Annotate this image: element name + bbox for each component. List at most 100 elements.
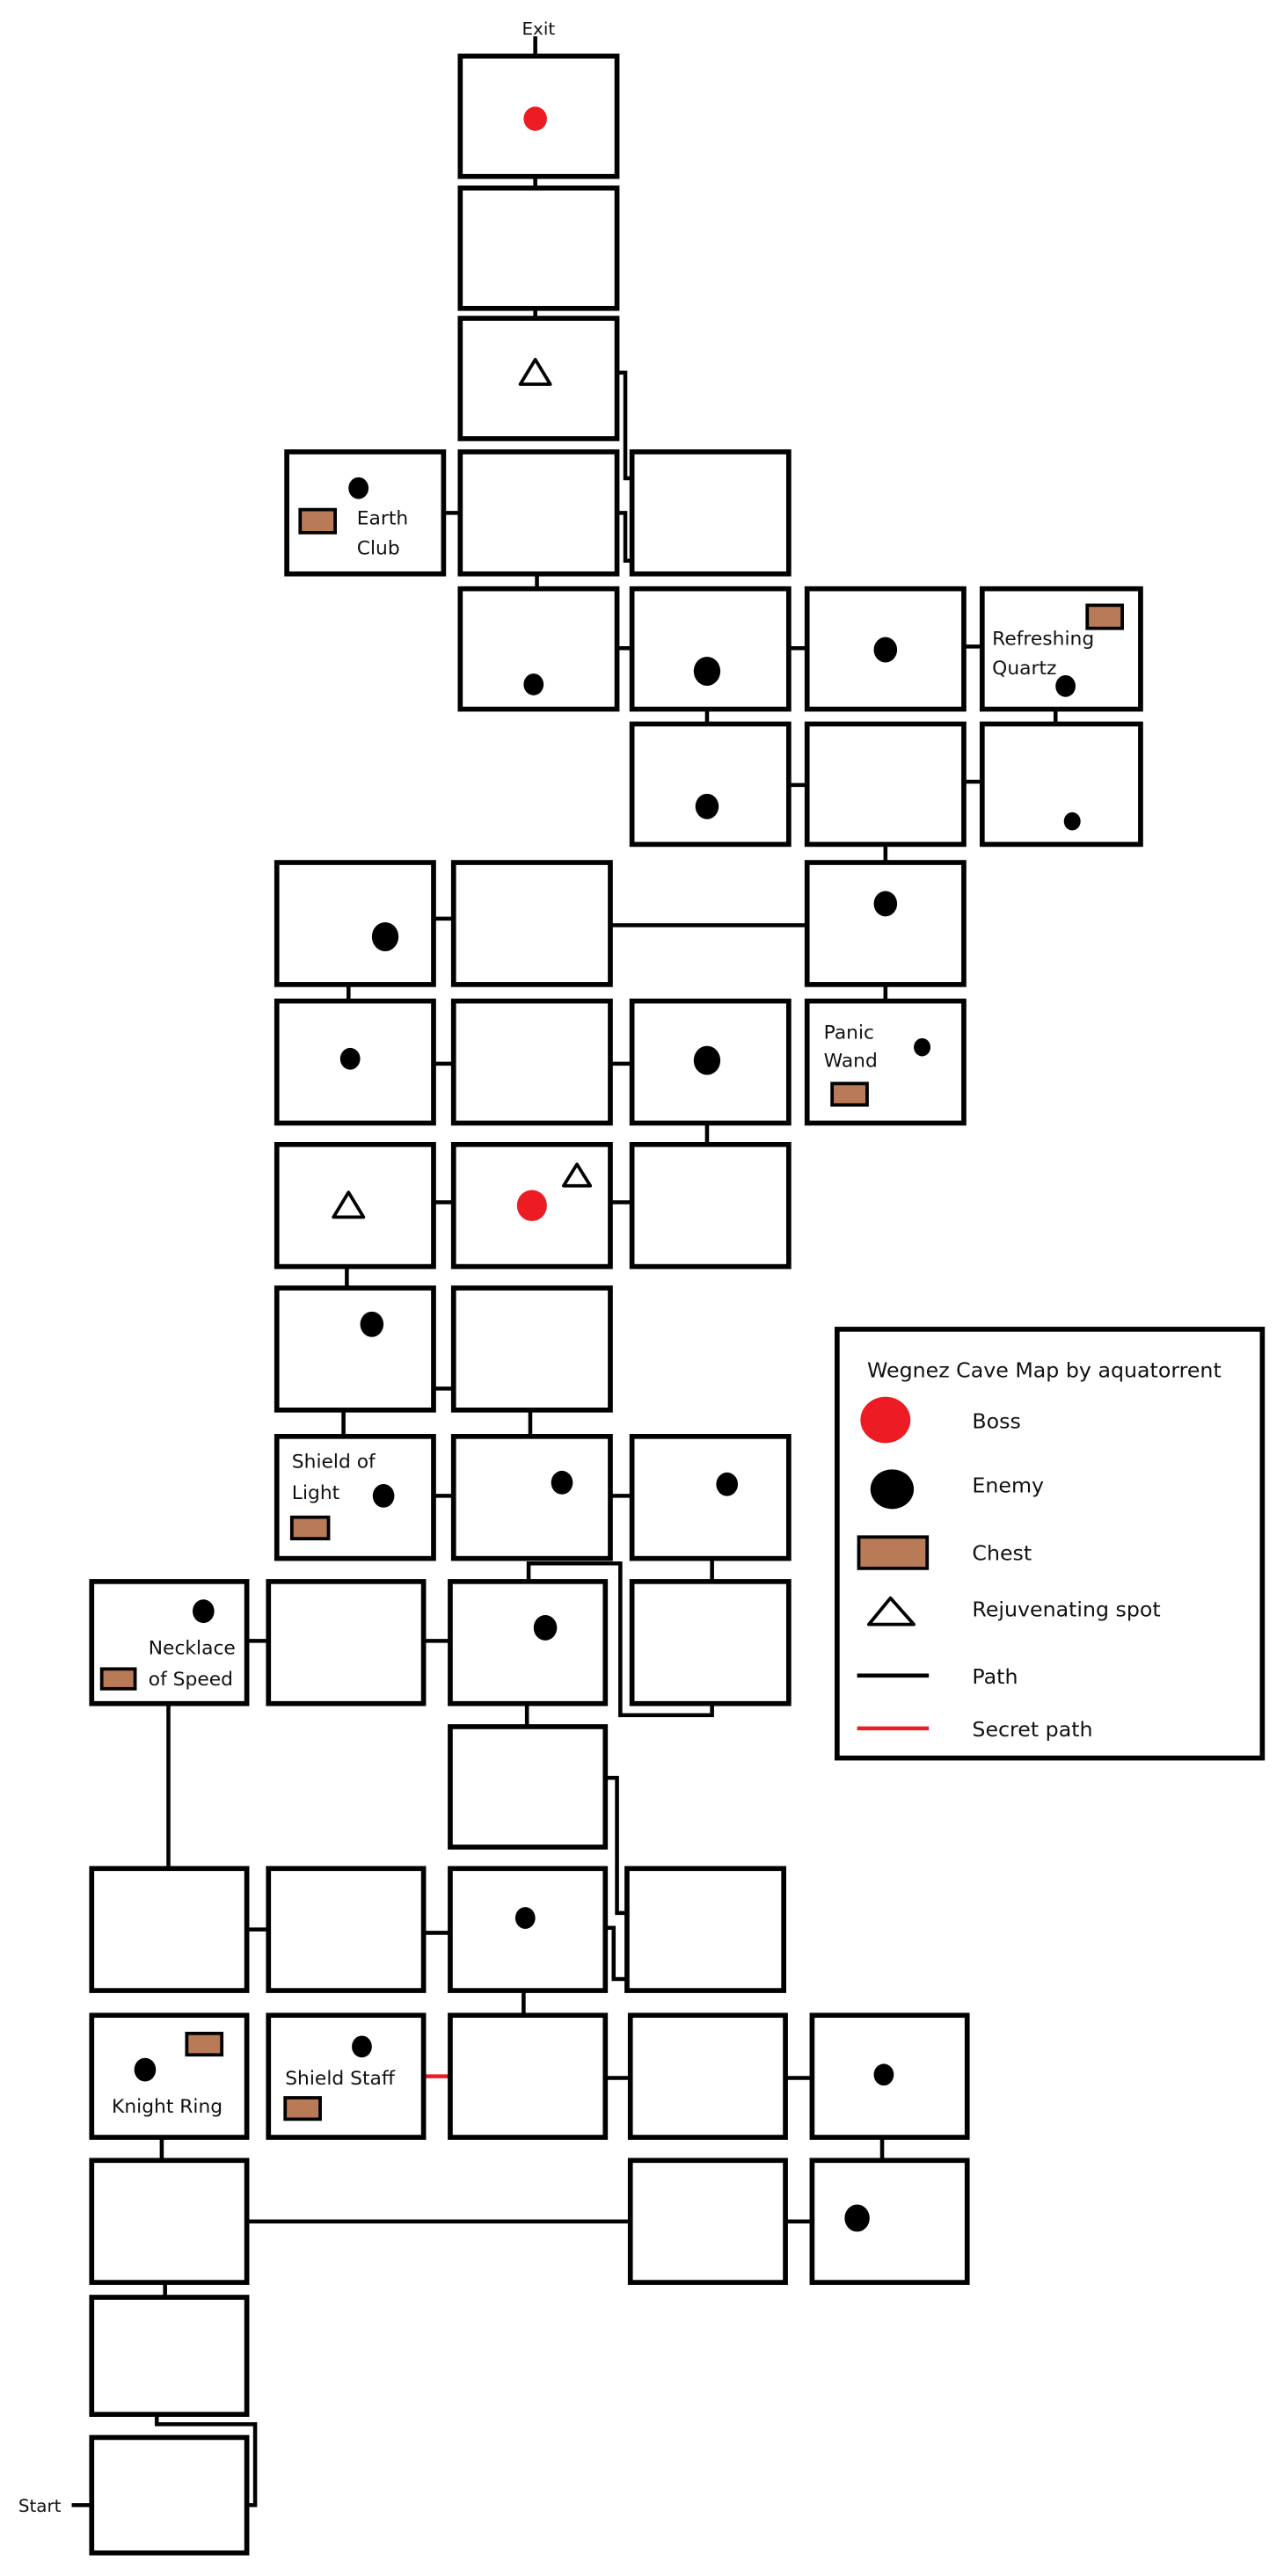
item-label-knight-ring: Knight Ring <box>112 2096 223 2118</box>
item-label-refreshing-quartz-2: Quartz <box>992 658 1056 680</box>
chest-icon <box>1085 603 1124 630</box>
legend-label-rejuvenating-spot: Rejuvenating spot <box>972 1597 1160 1621</box>
room <box>274 860 436 987</box>
room <box>457 586 620 712</box>
path-line <box>526 1561 714 1718</box>
path-line <box>616 370 632 481</box>
item-label-panic-wand-2: Wand <box>824 1051 878 1073</box>
room <box>809 2158 970 2285</box>
chest-icon <box>283 2096 322 2121</box>
room <box>450 1434 613 1561</box>
room <box>89 2158 250 2285</box>
enemy-icon <box>360 1311 384 1337</box>
item-label-shield-staff: Shield Staff <box>285 2068 396 2090</box>
rejuvenating-spot-icon <box>866 1596 916 1626</box>
legend-label-enemy: Enemy <box>972 1474 1044 1498</box>
room <box>448 1579 609 1706</box>
chest-icon <box>830 1081 869 1107</box>
chest-icon <box>298 507 338 535</box>
room <box>89 1866 250 1993</box>
rooms-layer <box>89 53 1143 2556</box>
enemy-icon <box>348 477 369 499</box>
boss-icon <box>523 106 547 131</box>
chest-icon <box>185 2031 224 2057</box>
path-line <box>605 1925 627 1982</box>
item-label-necklace-of-speed-2: of Speed <box>149 1669 233 1691</box>
exit-label: Exit <box>522 18 555 39</box>
room <box>450 998 613 1126</box>
start-label: Start <box>18 2496 62 2516</box>
room <box>448 1866 609 1993</box>
enemy-icon <box>372 1483 395 1508</box>
enemy-icon <box>193 1599 215 1624</box>
room <box>629 1434 792 1561</box>
room <box>274 1285 436 1413</box>
room <box>448 1724 609 1850</box>
enemy-icon <box>693 656 721 686</box>
enemy-icon <box>844 2204 870 2232</box>
enemy-icon <box>873 2063 894 2086</box>
enemy-icon <box>914 1037 931 1057</box>
room <box>629 449 792 577</box>
room <box>448 2012 609 2140</box>
enemy-icon <box>551 1470 573 1495</box>
rejuvenating-spot-icon <box>561 1162 593 1188</box>
enemy-icon <box>339 1047 361 1070</box>
enemy-icon <box>873 891 898 917</box>
path-line <box>154 2414 258 2507</box>
room <box>627 2158 788 2285</box>
enemy-icon <box>716 1472 739 1496</box>
room <box>450 1285 613 1413</box>
enemy-icon <box>371 921 399 951</box>
room <box>266 1579 427 1706</box>
legend: Wegnez Cave Map by aquatorrent Boss Enem… <box>835 1327 1266 1761</box>
room <box>629 721 792 848</box>
path-line <box>616 511 632 564</box>
item-label-earth-club-1: Earth <box>357 508 408 530</box>
room <box>804 721 967 848</box>
boss-icon <box>516 1190 547 1221</box>
room <box>629 1141 792 1270</box>
enemy-icon <box>514 1907 536 1929</box>
legend-label-secret-path: Secret path <box>972 1717 1092 1742</box>
item-label-shield-of-light-2: Light <box>292 1482 339 1504</box>
rejuvenating-spot-icon <box>332 1190 366 1219</box>
item-label-earth-club-2: Club <box>357 537 400 559</box>
room <box>804 860 967 987</box>
legend-label-boss: Boss <box>972 1409 1020 1434</box>
boss-icon <box>860 1396 911 1444</box>
room <box>629 586 792 712</box>
chest-icon <box>857 1535 930 1570</box>
markers-layer <box>99 106 1124 2232</box>
room <box>457 449 620 577</box>
enemy-icon <box>873 637 898 663</box>
room <box>89 2434 250 2556</box>
enemy-icon <box>695 793 719 819</box>
legend-label-path: Path <box>972 1664 1018 1689</box>
room <box>629 1579 792 1706</box>
room <box>450 860 613 987</box>
chest-icon <box>99 1667 137 1691</box>
enemy-icon <box>1055 674 1076 697</box>
legend-label-chest: Chest <box>972 1541 1032 1566</box>
room <box>624 1866 787 1993</box>
enemy-icon <box>1063 811 1081 831</box>
legend-title: Wegnez Cave Map by aquatorrent <box>867 1357 1222 1382</box>
item-label-necklace-of-speed-1: Necklace <box>149 1638 236 1660</box>
room <box>979 721 1143 848</box>
enemy-icon <box>523 673 544 695</box>
room <box>266 1866 427 1993</box>
item-label-shield-of-light-1: Shield of <box>292 1452 376 1474</box>
room <box>457 186 620 311</box>
enemy-icon <box>533 1614 558 1641</box>
item-label-panic-wand-1: Panic <box>824 1022 874 1044</box>
rejuvenating-spot-icon <box>518 358 552 386</box>
enemy-icon <box>693 1045 721 1075</box>
item-label-refreshing-quartz-1: Refreshing <box>992 629 1094 651</box>
enemy-icon <box>870 1469 915 1510</box>
room <box>89 2012 250 2140</box>
enemy-icon <box>134 2057 157 2082</box>
path-line <box>605 1775 627 1916</box>
enemy-icon <box>352 2035 372 2058</box>
